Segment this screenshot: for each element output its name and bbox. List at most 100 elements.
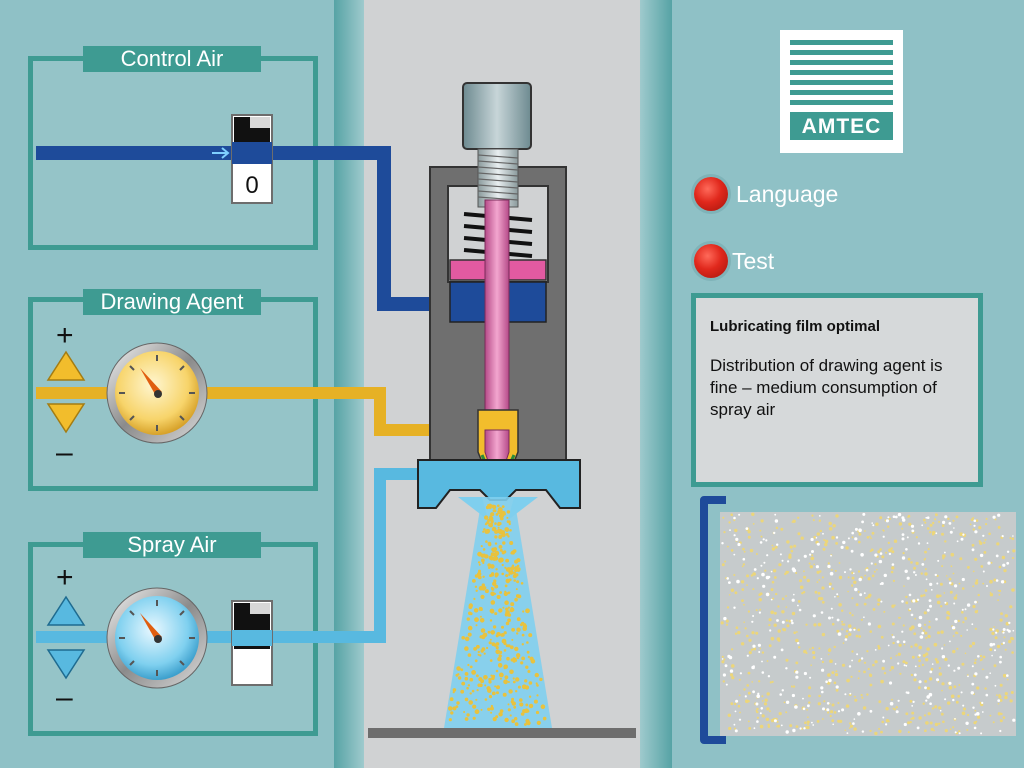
- film-droplet: [893, 539, 898, 543]
- film-droplet: [959, 557, 963, 561]
- spray-air-increase-button[interactable]: [46, 595, 86, 627]
- film-droplet: [888, 517, 891, 520]
- film-droplet: [823, 539, 826, 541]
- film-droplet: [949, 530, 953, 534]
- droplet: [466, 713, 470, 717]
- film-droplet: [847, 576, 850, 579]
- droplet: [460, 689, 465, 694]
- droplet: [521, 621, 525, 626]
- film-droplet: [781, 610, 785, 614]
- film-droplet: [966, 603, 971, 607]
- film-droplet: [835, 685, 839, 689]
- droplet: [455, 673, 459, 677]
- film-droplet: [924, 568, 927, 570]
- film-droplet: [933, 729, 935, 732]
- film-droplet: [925, 699, 928, 702]
- film-droplet: [930, 727, 934, 731]
- droplet: [501, 638, 507, 644]
- film-droplet: [735, 699, 739, 703]
- film-droplet: [747, 700, 750, 703]
- droplet: [480, 553, 485, 558]
- droplet: [461, 636, 466, 640]
- droplet: [477, 653, 480, 656]
- film-droplet: [971, 548, 975, 552]
- droplet: [507, 606, 510, 609]
- film-droplet: [887, 644, 890, 647]
- film-droplet: [892, 635, 895, 639]
- film-droplet: [828, 616, 831, 620]
- film-droplet: [920, 594, 923, 598]
- droplet: [491, 572, 495, 576]
- film-droplet: [976, 712, 980, 716]
- film-droplet: [875, 522, 879, 526]
- droplet: [494, 585, 498, 589]
- droplet: [505, 621, 510, 626]
- film-droplet: [789, 545, 793, 549]
- film-droplet: [851, 614, 854, 617]
- film-droplet: [797, 600, 801, 603]
- film-droplet: [836, 629, 840, 633]
- droplet: [492, 556, 497, 561]
- film-droplet: [891, 634, 894, 636]
- film-droplet: [901, 537, 905, 541]
- film-droplet: [831, 535, 835, 540]
- film-droplet: [789, 724, 793, 728]
- film-droplet: [983, 551, 987, 554]
- droplet: [507, 520, 511, 524]
- film-droplet: [901, 533, 905, 536]
- logo-text: AMTEC: [801, 115, 882, 138]
- film-droplet: [1011, 537, 1015, 541]
- film-droplet: [815, 537, 818, 539]
- film-droplet: [951, 626, 956, 630]
- film-droplet: [747, 535, 751, 539]
- film-droplet: [891, 566, 895, 570]
- info-title: Lubricating film optimal: [710, 318, 881, 335]
- film-droplet: [950, 694, 955, 699]
- film-droplet: [905, 712, 909, 716]
- film-droplet: [809, 676, 812, 679]
- film-droplet: [720, 621, 724, 625]
- spray-air-decrease-button[interactable]: [46, 648, 86, 680]
- droplet: [452, 706, 457, 711]
- film-droplet: [865, 568, 869, 572]
- droplet: [505, 644, 509, 648]
- film-droplet: [885, 551, 888, 554]
- film-droplet: [923, 714, 927, 717]
- film-droplet: [901, 630, 904, 633]
- droplet: [509, 669, 514, 675]
- droplet: [477, 575, 482, 580]
- spray-air-toggle[interactable]: [232, 601, 272, 651]
- drawing-agent-increase-button[interactable]: [46, 350, 86, 382]
- control-air-title: Control Air: [83, 46, 261, 72]
- film-droplet: [752, 644, 756, 648]
- drawing-agent-decrease-button[interactable]: [46, 402, 86, 434]
- control-air-toggle[interactable]: [232, 115, 272, 165]
- film-droplet: [759, 541, 763, 544]
- droplet: [514, 566, 519, 571]
- film-droplet: [882, 535, 885, 538]
- droplet: [473, 597, 476, 601]
- test-button[interactable]: Test: [694, 244, 774, 278]
- droplet: [478, 569, 481, 573]
- film-droplet: [927, 712, 931, 716]
- film-droplet: [874, 660, 878, 664]
- droplet: [492, 509, 496, 513]
- droplet: [498, 545, 503, 549]
- film-droplet: [987, 561, 991, 565]
- film-droplet: [892, 707, 895, 710]
- language-button[interactable]: Language: [694, 177, 838, 211]
- film-droplet: [799, 585, 804, 590]
- droplet: [479, 618, 485, 623]
- film-droplet: [903, 643, 906, 646]
- film-droplet: [770, 598, 773, 601]
- film-droplet: [731, 676, 735, 680]
- film-droplet: [972, 570, 975, 573]
- needle: [484, 199, 510, 441]
- droplet: [516, 627, 521, 632]
- film-droplet: [991, 654, 993, 657]
- adjust-screw-handle[interactable]: [463, 83, 531, 149]
- droplet: [506, 656, 510, 661]
- film-droplet: [980, 565, 984, 568]
- droplet: [474, 617, 479, 623]
- film-droplet: [797, 559, 800, 562]
